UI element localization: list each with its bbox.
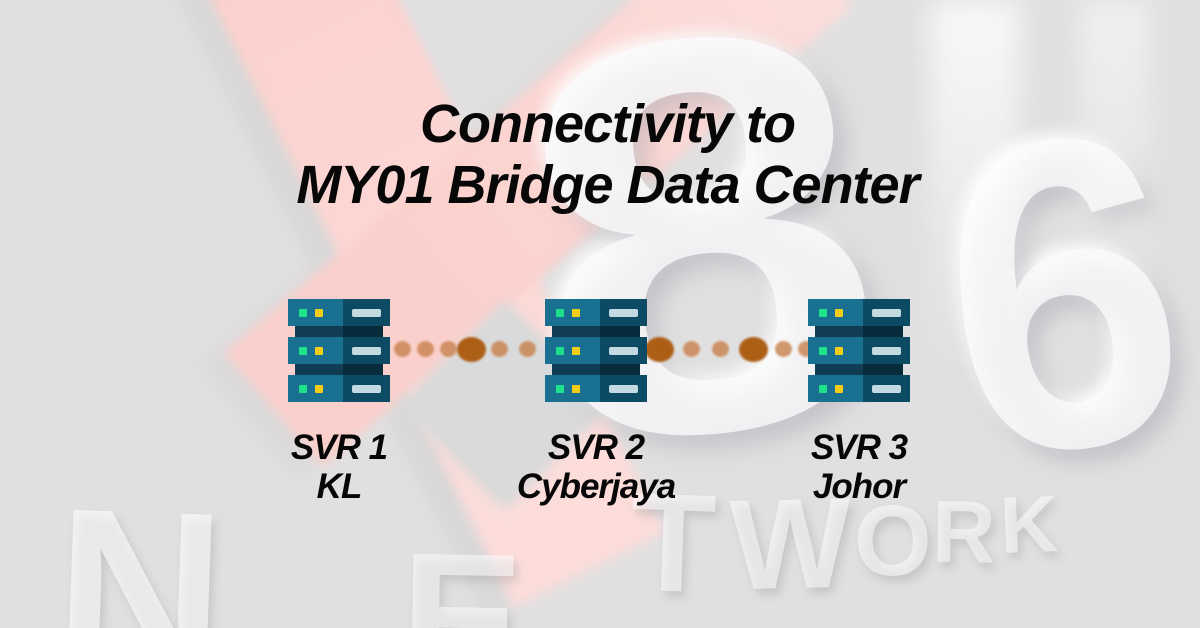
led-green-icon — [556, 384, 564, 393]
drive-slot — [872, 384, 902, 393]
led-green-icon — [299, 384, 307, 393]
server-name: SVR 1 — [290, 428, 388, 467]
server-node-svr1: SVR 1 KL — [219, 299, 459, 506]
server-label: SVR 3 Johor — [739, 428, 979, 506]
led-green-icon — [556, 346, 564, 355]
server-label: SVR 1 KL — [219, 428, 459, 506]
drive-slot — [609, 308, 639, 317]
server-rack-icon — [288, 299, 390, 402]
drive-slot — [872, 346, 902, 355]
server-location: KL — [316, 467, 363, 506]
server-rack-icon — [808, 299, 910, 402]
drive-slot — [609, 346, 639, 355]
server-name: SVR 3 — [810, 428, 908, 467]
led-green-icon — [819, 346, 827, 355]
led-yellow-icon — [835, 346, 843, 355]
title-line-1: Connectivity to — [419, 94, 796, 154]
server-rack-icon — [545, 299, 647, 402]
server-node-svr3: SVR 3 Johor — [739, 299, 979, 506]
led-green-icon — [556, 308, 564, 317]
led-yellow-icon — [315, 384, 323, 393]
led-green-icon — [819, 308, 827, 317]
led-green-icon — [299, 308, 307, 317]
led-yellow-icon — [572, 346, 580, 355]
led-green-icon — [299, 346, 307, 355]
drive-slot — [352, 308, 382, 317]
drive-slot — [872, 308, 902, 317]
drive-slot — [352, 384, 382, 393]
led-yellow-icon — [835, 308, 843, 317]
led-green-icon — [819, 384, 827, 393]
drive-slot — [609, 384, 639, 393]
server-location: Cyberjaya — [516, 467, 676, 506]
title-line-2: MY01 Bridge Data Center — [296, 155, 919, 215]
server-name: SVR 2 — [547, 428, 645, 467]
server-location: Johor — [812, 467, 906, 506]
led-yellow-icon — [835, 384, 843, 393]
led-yellow-icon — [572, 384, 580, 393]
page-title: Connectivity to MY01 Bridge Data Center — [0, 94, 1200, 216]
server-node-svr2: SVR 2 Cyberjaya — [476, 299, 716, 506]
server-label: SVR 2 Cyberjaya — [476, 428, 716, 506]
led-yellow-icon — [572, 308, 580, 317]
drive-slot — [352, 346, 382, 355]
led-yellow-icon — [315, 346, 323, 355]
led-yellow-icon — [315, 308, 323, 317]
